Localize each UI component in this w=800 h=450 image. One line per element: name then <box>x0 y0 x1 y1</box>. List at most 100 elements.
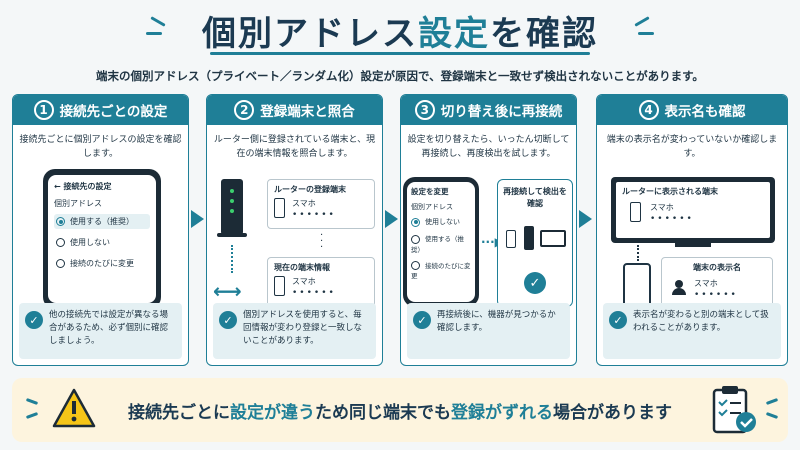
step-header: 1 接続先ごとの設定 <box>13 95 188 125</box>
title-underline <box>210 52 590 55</box>
masked-address: •••••• <box>650 214 694 224</box>
masked-address: •••••• <box>694 290 738 300</box>
step-heading: 表示名も確認 <box>664 104 746 120</box>
screen-section: 個別アドレス <box>54 199 102 208</box>
option-row: 接続のたびに変更 <box>54 256 150 271</box>
step-card-1: 1 接続先ごとの設定 接続先ごとに個別アドレスの設定を確認します。 ← 接続先の… <box>12 94 189 366</box>
device-name: スマホ <box>292 199 316 208</box>
reconnect-label: 再接続して検出を確認 <box>503 187 567 208</box>
step-card-2: 2 登録端末と照合 ルーター側に登録されている端末と、現在の端末情報を照合します… <box>206 94 383 366</box>
radio-selected-icon <box>56 217 65 226</box>
check-icon: ✓ <box>219 311 237 329</box>
spark-decoration <box>146 32 162 35</box>
dotted-connector <box>637 245 639 261</box>
check-icon: ✓ <box>524 272 546 294</box>
option-row: 使用しない <box>54 235 150 250</box>
ellipsis-icon: ··· <box>320 230 324 253</box>
box-title: 端末の表示名 <box>693 263 741 272</box>
title-part: を確認 <box>490 14 598 54</box>
smartphone-icon <box>630 202 641 222</box>
title-part: 個別アドレス <box>202 14 418 54</box>
screen-title: 接続先の設定 <box>63 182 112 191</box>
radio-icon <box>411 234 420 244</box>
device-name: スマホ <box>694 279 718 288</box>
title-highlight: 設定 <box>418 14 490 54</box>
user-icon <box>672 280 686 295</box>
footer-text: 他の接続先では設定が異なる場合があるため、必ず個別に確認しましょう。 <box>49 310 169 346</box>
double-arrow-icon: ⟷ <box>213 279 242 303</box>
footer-text: 再接続後に、機器が見つかるか確認します。 <box>437 310 556 333</box>
step-heading: 登録端末と照合 <box>260 104 355 120</box>
option-label: 接続のたびに変更 <box>411 261 471 281</box>
smartphone-icon <box>274 276 285 296</box>
masked-address: •••••• <box>292 288 336 298</box>
option-row: 使用する（推奨） <box>411 233 471 254</box>
message-part: 場合があります <box>553 403 672 423</box>
option-row: 使用する（推奨） <box>54 214 150 229</box>
check-icon: ✓ <box>25 311 43 329</box>
check-icon: ✓ <box>413 311 431 329</box>
message-part: 接続先ごとに <box>128 403 230 423</box>
step-description: 接続先ごとに個別アドレスの設定を確認します。 <box>19 135 182 159</box>
page-title: 個別アドレス設定を確認 <box>0 6 800 55</box>
reconnect-panel: 再接続して検出を確認 ✓ <box>497 179 573 307</box>
option-row: 接続のたびに変更 <box>411 260 471 281</box>
step-footer: ✓ 表示名が変わると別の端末として扱われることがあります。 <box>603 303 781 359</box>
phone-icon: 設定を変更 個別アドレス 使用しない 使用する（推奨） 接続のたびに変更 <box>403 177 479 307</box>
arrow-right-icon <box>385 210 398 228</box>
step-header: 2 登録端末と照合 <box>207 95 382 125</box>
step-heading: 切り替え後に再接続 <box>440 104 563 120</box>
clipboard-check-icon <box>712 386 756 434</box>
step-footer: ✓ 再接続後に、機器が見つかるか確認します。 <box>407 303 570 359</box>
option-label: 接続のたびに変更 <box>70 259 134 268</box>
step-description: 設定を切り替えたら、いったん切断して再接続し、再度検出を試します。 <box>407 135 570 159</box>
radio-icon <box>56 238 65 247</box>
smartphone-icon <box>274 198 285 218</box>
radio-icon <box>56 259 65 268</box>
option-label: 使用しない <box>425 218 460 226</box>
smartphone-icon <box>506 230 516 248</box>
step-header: 3 切り替え後に再接続 <box>401 95 576 125</box>
message-part: ため同じ端末でも <box>315 403 451 423</box>
step-footer: ✓ 他の接続先では設定が異なる場合があるため、必ず個別に確認しましょう。 <box>19 303 182 359</box>
current-device-box: 現在の端末情報 スマホ •••••• <box>267 257 375 307</box>
option-row: 使用しない <box>411 217 471 227</box>
device-name: スマホ <box>292 277 316 286</box>
monitor-icon <box>540 230 566 247</box>
step-number: 1 <box>33 100 54 120</box>
step-card-4: 4 表示名も確認 端末の表示名が変わっていないか確認します。 ルーターに表示され… <box>596 94 788 366</box>
warning-message: 接続先ごとに設定が違うため同じ端末でも登録がずれる場合があります <box>12 398 788 423</box>
masked-address: •••••• <box>292 210 336 220</box>
check-icon: ✓ <box>609 311 627 329</box>
phone-icon: ← 接続先の設定 個別アドレス 使用する（推奨） 使用しない 接続のたびに変更 <box>43 169 161 309</box>
option-label: 使用する（推奨） <box>70 217 134 226</box>
tv-title: ルーターに表示される端末 <box>622 187 718 196</box>
step-number: 3 <box>414 100 435 120</box>
footer-text: 表示名が変わると別の端末として扱われることがあります。 <box>633 310 769 333</box>
warning-icon <box>52 388 96 428</box>
router-icon <box>524 226 534 250</box>
option-label: 使用する（推奨） <box>411 235 464 254</box>
back-arrow-icon: ← <box>54 182 61 191</box>
subtitle: 端末の個別アドレス（プライベート／ランダム化）設定が原因で、登録端末と一致せず検… <box>96 69 704 83</box>
step-number: 4 <box>638 100 659 120</box>
box-title: 現在の端末情報 <box>274 263 330 272</box>
warning-banner: 接続先ごとに設定が違うため同じ端末でも登録がずれる場合があります <box>12 378 788 442</box>
arrow-right-icon <box>191 210 204 228</box>
spark-decoration <box>638 32 654 35</box>
device-name: スマホ <box>650 203 674 212</box>
step-description: ルーター側に登録されている端末と、現在の端末情報を照合します。 <box>213 135 376 159</box>
step-number: 2 <box>234 100 255 120</box>
step-footer: ✓ 個別アドレスを使用すると、毎回情報が変わり登録と一致しないことがあります。 <box>213 303 376 359</box>
step-card-3: 3 切り替え後に再接続 設定を切り替えたら、いったん切断して再接続し、再度検出を… <box>400 94 577 366</box>
dotted-connector <box>231 245 233 273</box>
screen-section: 個別アドレス <box>411 203 453 211</box>
tv-stand <box>675 243 711 247</box>
step-description: 端末の表示名が変わっていないか確認します。 <box>606 135 778 159</box>
option-label: 使用しない <box>70 238 110 247</box>
radio-selected-icon <box>411 217 420 227</box>
message-highlight: 設定が違う <box>230 403 315 423</box>
screen-title: 設定を変更 <box>411 187 449 196</box>
radio-icon <box>411 261 420 270</box>
arrow-right-icon <box>579 210 592 228</box>
